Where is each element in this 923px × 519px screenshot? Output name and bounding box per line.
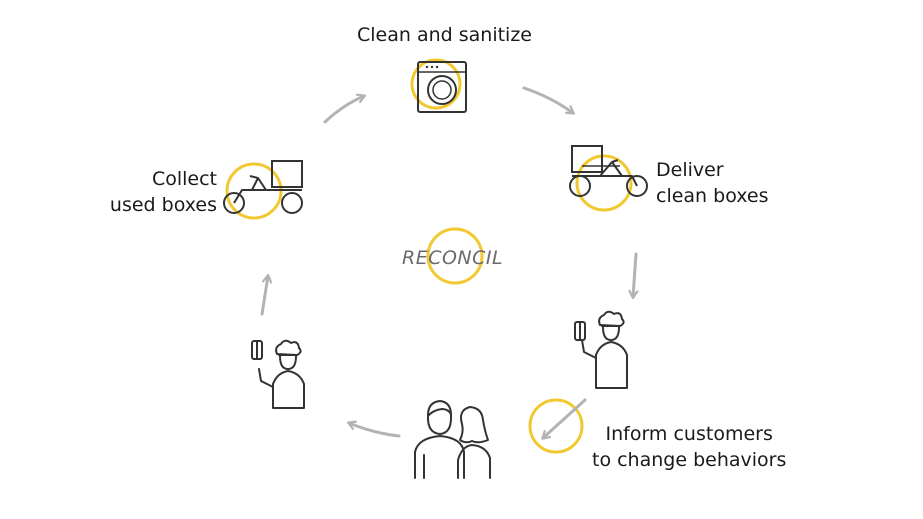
cycle-arrows (260, 86, 636, 438)
step-label-clean: Clean and sanitize (357, 24, 532, 46)
center-label: RECONCIL (402, 247, 504, 269)
step-label-inform-line2: to change behaviors (592, 449, 787, 471)
chef-icon-right (574, 310, 628, 389)
chef-icon-left (251, 339, 305, 409)
step-label-deliver-line1: Deliver (656, 159, 724, 181)
arrow-circle-icon (528, 398, 587, 454)
arrow-collect-to-clean (323, 96, 364, 124)
step-label-deliver-line2: clean boxes (656, 185, 769, 207)
customers-icon (414, 400, 491, 479)
step-label-deliver: Deliver clean boxes (656, 157, 769, 209)
step-label-collect-line2: used boxes (109, 194, 217, 216)
arrow-deliver-to-chef (633, 252, 636, 297)
arrow-clean-to-deliver (522, 86, 573, 113)
cargo-bike-icon-deliver (569, 145, 648, 212)
cargo-bike-icon-collect (223, 160, 303, 220)
arrow-customers-to-chef (349, 423, 401, 438)
arrow-chef-to-collect (260, 276, 268, 316)
step-label-collect-line1: Collect (151, 168, 217, 190)
step-label-inform: Inform customers to change behaviors (592, 421, 786, 473)
step-label-inform-line1: Inform customers (605, 423, 773, 445)
step-label-collect: Collect used boxes (110, 166, 217, 218)
center-circle (426, 227, 484, 285)
washing-machine-icon (410, 58, 467, 113)
